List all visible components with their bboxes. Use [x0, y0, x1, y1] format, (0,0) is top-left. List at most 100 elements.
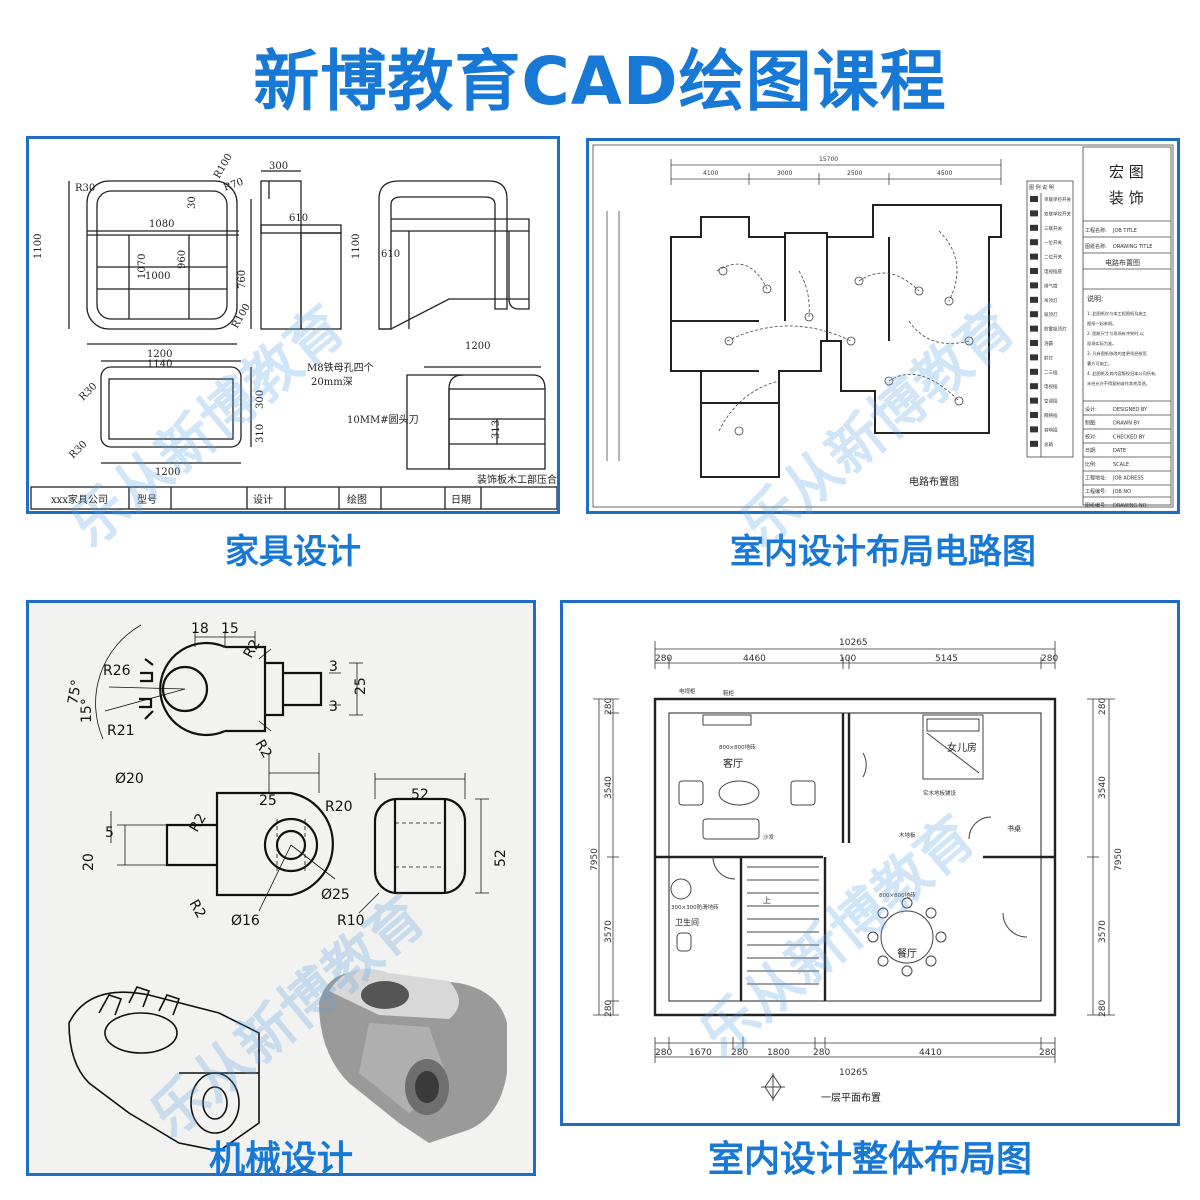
dim-1100-desk: 1100 — [351, 234, 362, 259]
legend-item: 单联单控开关 — [1044, 196, 1071, 203]
drawing-title: 电路布置图 — [1105, 258, 1140, 267]
note-wood-floor: 实木地板铺设 — [923, 789, 957, 797]
note-remark: 装饰板木工部压合 — [477, 473, 557, 486]
room-daughter: 女儿房 — [947, 741, 977, 754]
dim-r2-a: R2 — [241, 637, 264, 661]
sign-label: 日期: — [1085, 448, 1097, 454]
t280a: 280 — [655, 654, 672, 664]
t100: 100 — [839, 654, 856, 664]
dim-1080: 1080 — [149, 219, 174, 230]
brand-line2: 装 饰 — [1109, 189, 1144, 207]
legend-symbol-icon — [1030, 282, 1038, 289]
dim-313: 313 — [491, 420, 502, 439]
dim-r10: R10 — [337, 913, 365, 929]
dim-760: 760 — [237, 270, 248, 289]
dim-18: 18 — [191, 621, 209, 637]
dim-r30-plan-b: R30 — [67, 439, 89, 461]
dim-c: 2500 — [847, 170, 862, 177]
legend-symbol-icon — [1030, 311, 1038, 318]
legend-symbol-icon — [1030, 210, 1038, 217]
legend-item: 音响插 — [1044, 426, 1058, 433]
legend-symbol-icon — [1030, 412, 1038, 418]
room-living: 客厅 — [723, 757, 743, 770]
dim-610-side: 610 — [289, 213, 308, 224]
l3570: 3570 — [604, 920, 614, 943]
r280a: 280 — [1098, 698, 1108, 715]
legend-item: 吸顶灯 — [1044, 311, 1058, 318]
note-line: 3. 凡有图纸修改的变更须经核签 — [1087, 350, 1148, 357]
note-tiles2: 800×800地砖 — [879, 891, 916, 899]
bottom-total: 10265 — [839, 1068, 868, 1078]
page-title: 新博教育CAD绘图课程 — [253, 43, 947, 120]
legend-title: 图 例 说 明 — [1029, 184, 1054, 191]
sign-label: 校对: — [1085, 433, 1097, 440]
circuit-plan-title: 电路布置图 — [909, 475, 959, 488]
legend-symbol-icon — [1030, 440, 1038, 447]
dim-1140: 1140 — [147, 359, 172, 370]
dim-1200-desk: 1200 — [465, 341, 490, 352]
legend-symbol-icon — [1030, 397, 1038, 404]
note-line: 2. 图纸尺寸与现场有冲突时,以 — [1087, 330, 1145, 337]
dim-r21: R21 — [107, 723, 135, 739]
legend-item: 空调插 — [1044, 398, 1058, 405]
note-knife: 10MM#圆头刀 — [347, 414, 419, 426]
dim-r2-d: R2 — [186, 897, 209, 921]
b280b: 280 — [731, 1048, 748, 1058]
legend-item: 电视插座 — [1044, 268, 1062, 275]
circuit-drawing: 15700 4100 3000 2500 4500 图 例 说 明 单联单控开关… — [592, 144, 1174, 509]
dim-300-plan: 300 — [255, 390, 266, 409]
sign-label: 比例: — [1085, 461, 1097, 468]
dim-r2-b: R2 — [252, 737, 275, 761]
dim-30: 30 — [187, 196, 198, 209]
note-up: 上 — [763, 896, 771, 905]
sign-label: 工程编号: — [1085, 488, 1107, 495]
layout-caption: 室内设计整体布局图 — [707, 1139, 1032, 1180]
sign-label: 设计: — [1085, 406, 1097, 413]
dim-phi16: Ø16 — [231, 913, 260, 929]
dim-1200-front: 1200 — [147, 349, 172, 360]
dim-1200-plan: 1200 — [155, 467, 180, 478]
legend-item: 防雾吸顶灯 — [1044, 326, 1067, 333]
note-line: 4. 此图纸及其内容版权归本公司所有, — [1087, 370, 1156, 377]
dim-25-b: 25 — [259, 793, 277, 809]
r7950: 7950 — [1114, 848, 1124, 871]
dim-3-a: 3 — [329, 659, 338, 675]
sign-value: CHECKED BY — [1113, 434, 1146, 440]
top-total: 10265 — [839, 638, 868, 648]
legend-item: 排气扇 — [1044, 282, 1058, 289]
note-line: 图纸一起参照。 — [1087, 320, 1116, 327]
dim-1000: 1000 — [145, 271, 170, 282]
sign-value: SCALE — [1113, 462, 1129, 468]
circuit-panel: 15700 4100 3000 2500 4500 图 例 说 明 单联单控开关… — [586, 138, 1180, 514]
note-m8: M8铁母孔四个 — [307, 361, 374, 374]
dim-d: 4500 — [937, 170, 952, 177]
sign-value: DESIGNED BY — [1113, 407, 1148, 413]
sign-value: DRAWING NO — [1113, 503, 1147, 509]
mechanical-drawing: 18 15 R2 R26 75° 15° R21 3 25 3 R2 Ø20 2… — [65, 621, 509, 1152]
legend-symbol-icon — [1030, 239, 1038, 246]
t280b: 280 — [1041, 654, 1058, 664]
table-drawing: 绘图 — [347, 493, 367, 506]
b280c: 280 — [813, 1048, 830, 1058]
dim-1070: 1070 — [137, 254, 148, 279]
legend-item: 浴霸 — [1044, 340, 1053, 347]
furniture-drawing: R30 R100 R70 300 1100 1080 30 610 1070 9… — [30, 152, 557, 510]
dim-r100-b: R100 — [230, 302, 253, 331]
dim-phi20: Ø20 — [115, 771, 144, 787]
legend-symbol-icon — [1030, 340, 1038, 346]
drawing-name-label: 图纸名称: — [1085, 243, 1107, 250]
dim-300-top: 300 — [269, 161, 288, 172]
legend-item: 网络插 — [1044, 412, 1058, 419]
sign-value: JOB ADRESS — [1112, 476, 1144, 482]
note-tv: 电视柜 — [679, 687, 696, 695]
layout-drawing: 10265 280 4460 100 5145 280 280 3540 795… — [590, 638, 1124, 1104]
l7950: 7950 — [590, 848, 600, 871]
b280d: 280 — [1039, 1048, 1056, 1058]
mechanical-panel: 18 15 R2 R26 75° 15° R21 3 25 3 R2 Ø20 2… — [26, 600, 536, 1176]
note-tiles3: 300×300防滑地砖 — [671, 903, 719, 911]
note-floor-board: 木地板 — [899, 831, 916, 839]
t4460: 4460 — [743, 654, 766, 664]
b1800: 1800 — [767, 1048, 790, 1058]
legend-item: 二三插 — [1044, 369, 1058, 376]
note-sofa: 沙发 — [763, 833, 775, 841]
